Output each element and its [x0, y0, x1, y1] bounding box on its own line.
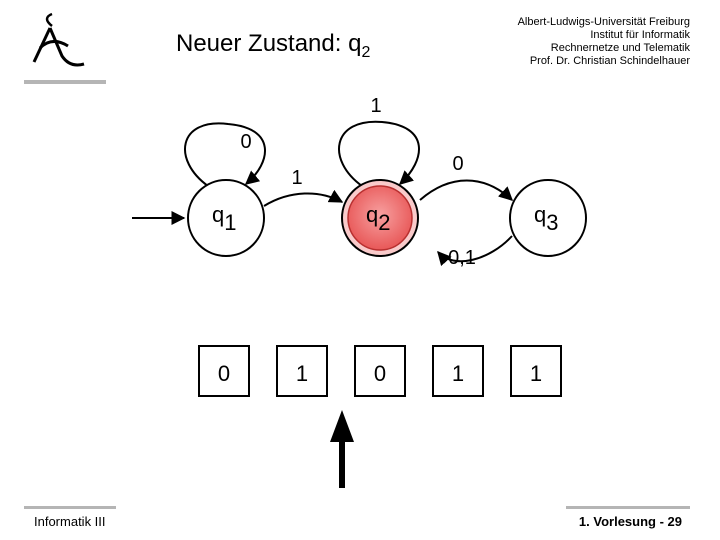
tape-cell-3-value: 0 — [374, 361, 386, 386]
transition-label-q1-q2: 1 — [291, 167, 302, 189]
footer-rule-right — [566, 506, 690, 509]
tape-cell-5-value: 1 — [530, 361, 542, 386]
state-q1 — [187, 179, 265, 257]
footer-rule-left — [24, 506, 116, 509]
transition-label-q2-q3: 0 — [452, 153, 463, 175]
institution-line-institute: Institut für Informatik — [590, 29, 690, 41]
tape-cell-2 — [276, 345, 328, 397]
university-logo — [32, 12, 85, 67]
state-q3 — [509, 179, 587, 257]
transition-label-q3-q2: 0,1 — [448, 247, 476, 269]
state-label-q1: q1 — [212, 202, 237, 235]
tape-cell-3 — [354, 345, 406, 397]
institution-line-university: Albert-Ludwigs-Universität Freiburg — [517, 16, 690, 28]
transition-q2-q3 — [419, 179, 514, 201]
self-loop-q1 — [184, 122, 266, 187]
header-rule — [24, 80, 106, 84]
institution-block: Albert-Ludwigs-Universität Freiburg Inst… — [470, 16, 690, 68]
tape-cell-1-value: 0 — [218, 361, 230, 386]
tape-cell-4 — [432, 345, 484, 397]
tape-cell-2-value: 1 — [296, 361, 308, 386]
transition-q3-q2 — [437, 235, 513, 267]
tape: 0 1 0 1 1 — [198, 345, 562, 397]
footer-page-number: 1. Vorlesung - 29 — [578, 514, 682, 529]
transition-q1-q2 — [263, 189, 344, 207]
state-label-q2: q2 — [366, 202, 391, 235]
state-label-q3: q3 — [534, 202, 559, 235]
state-q2-active — [347, 185, 413, 251]
tape-cell-5 — [510, 345, 562, 397]
tape-cell-1 — [198, 345, 250, 397]
slide-title: Neuer Zustand: q2 — [176, 30, 370, 62]
transition-label-q1-q1: 0 — [240, 131, 251, 153]
footer-course: Informatik III — [34, 514, 106, 529]
slide-title-text: Neuer Zustand: q — [176, 30, 362, 57]
institution-line-professor: Prof. Dr. Christian Schindelhauer — [529, 55, 690, 67]
tape-head-arrow — [330, 410, 354, 488]
transition-label-q2-q2: 1 — [370, 95, 381, 117]
tape-cell-4-value: 1 — [452, 361, 464, 386]
institution-line-chair: Rechnernetze und Telematik — [550, 42, 690, 54]
self-loop-q2 — [338, 120, 420, 187]
slide-title-subscript: 2 — [361, 43, 371, 61]
